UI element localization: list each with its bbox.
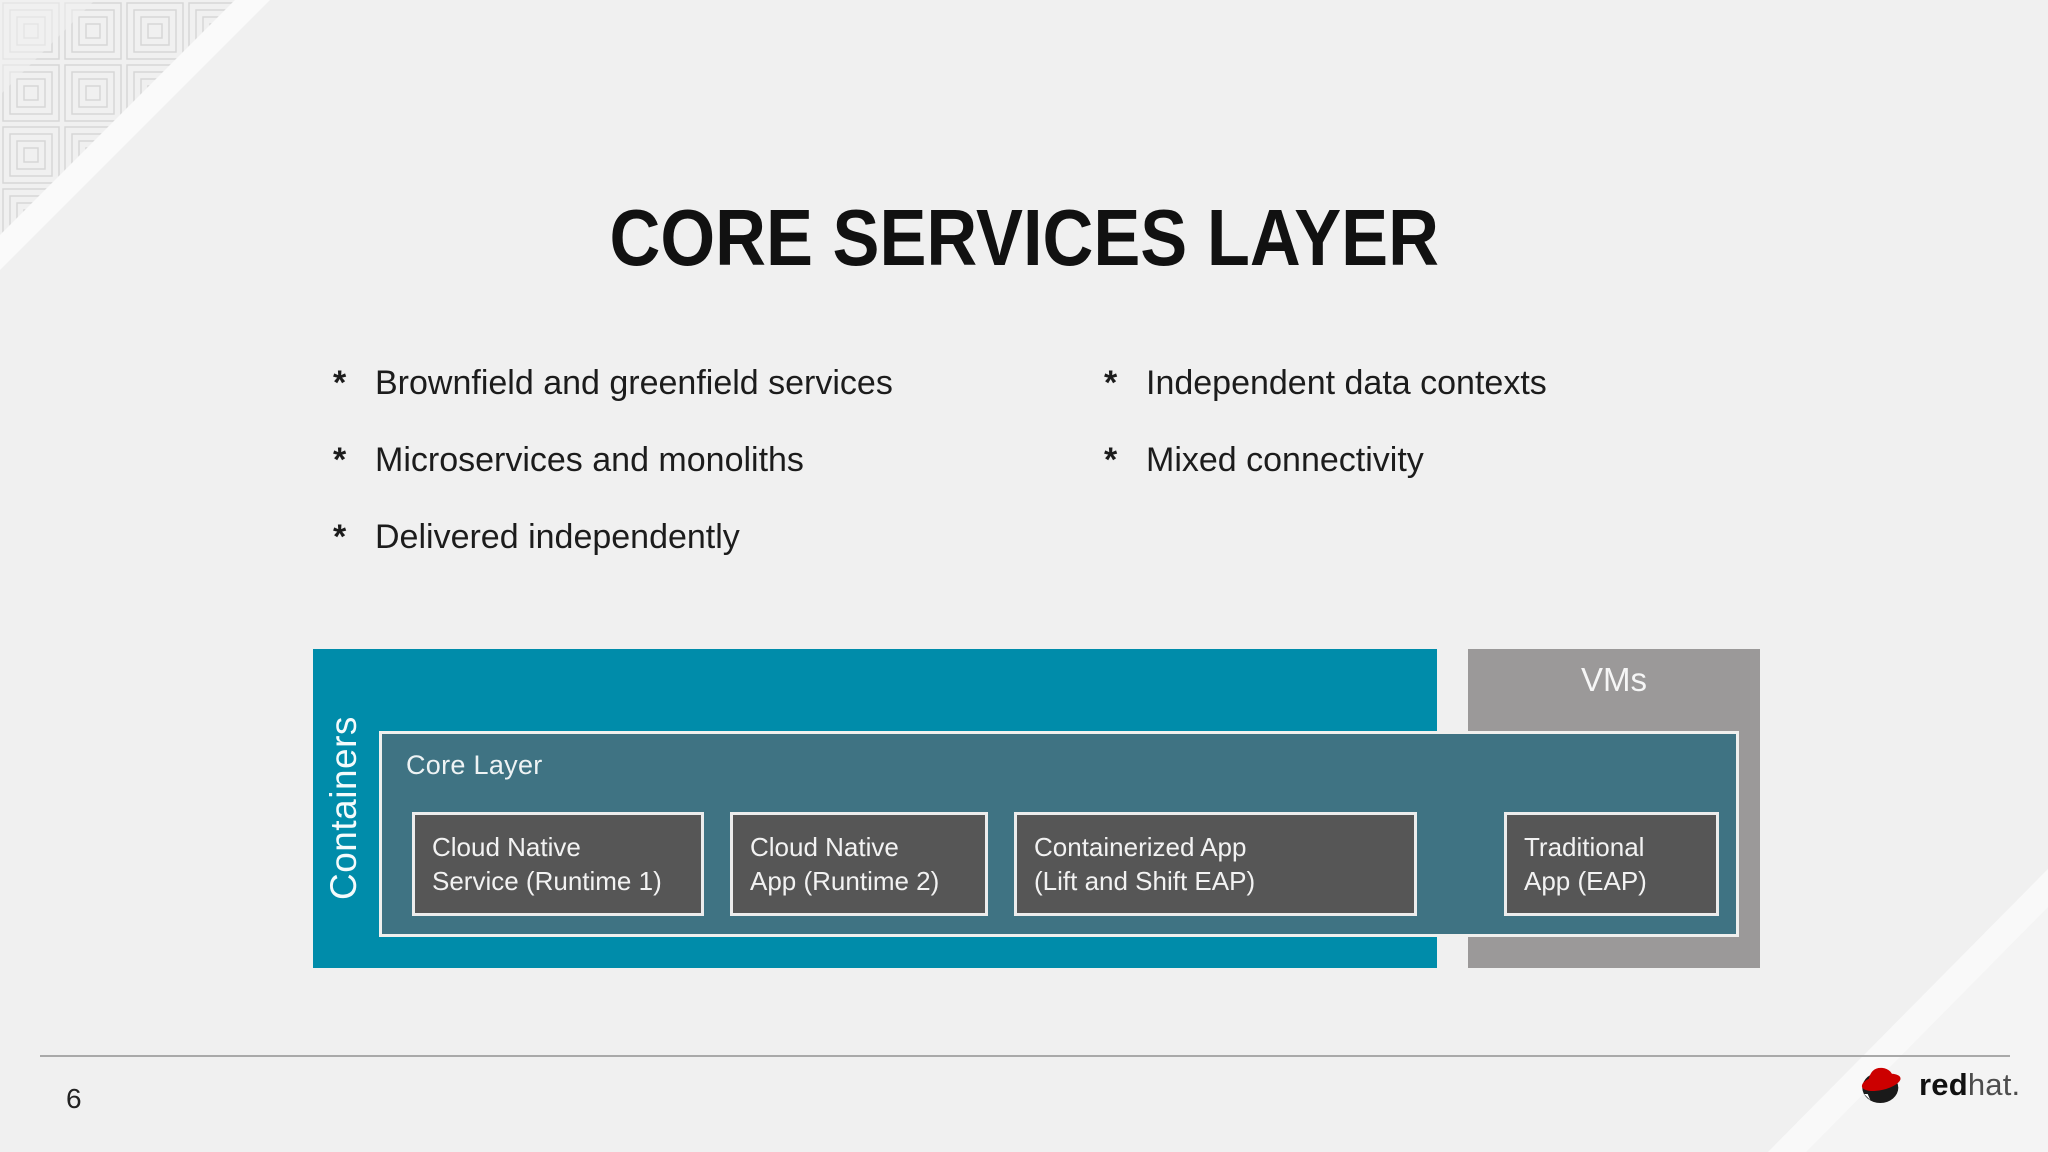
bullet-marker: * <box>333 364 347 402</box>
app-box-line: App (EAP) <box>1524 866 1647 896</box>
bullet-item: * Delivered independently <box>333 514 893 560</box>
app-box-line: Cloud Native <box>750 832 899 862</box>
app-box-line: Service (Runtime 1) <box>432 866 662 896</box>
app-box-cloud-native-service: Cloud Native Service (Runtime 1) <box>412 812 704 916</box>
bullet-text: Mixed connectivity <box>1146 441 1424 479</box>
vms-label: VMs <box>1581 661 1647 698</box>
bullet-list-left: * Brownfield and greenfield services * M… <box>333 360 893 591</box>
app-box-line: (Lift and Shift EAP) <box>1034 866 1256 896</box>
core-layer-box: Core Layer Cloud Native Service (Runtime… <box>379 731 1739 937</box>
redhat-fedora-icon <box>1861 1067 1901 1103</box>
bullet-list-right: * Independent data contexts * Mixed conn… <box>1104 360 1547 514</box>
bullet-text: Microservices and monoliths <box>375 441 804 479</box>
slide-title-text: CORE SERVICES LAYER <box>609 192 1439 282</box>
app-box-line: App (Runtime 2) <box>750 866 940 896</box>
bullet-text: Independent data contexts <box>1146 364 1547 402</box>
app-box-line: Traditional <box>1524 832 1645 862</box>
bullet-marker: * <box>1104 364 1118 402</box>
bullet-marker: * <box>1104 441 1118 479</box>
bullet-text: Brownfield and greenfield services <box>375 364 893 402</box>
footer-divider <box>40 1055 2010 1057</box>
bullet-item: * Independent data contexts <box>1104 360 1547 406</box>
redhat-wordmark-hat: hat. <box>1967 1067 2021 1102</box>
redhat-wordmark: redhat. <box>1919 1067 2020 1103</box>
core-layer-label: Core Layer <box>406 750 543 780</box>
app-box-line: Cloud Native <box>432 832 581 862</box>
bullet-item: * Mixed connectivity <box>1104 437 1547 483</box>
bullet-item: * Microservices and monoliths <box>333 437 893 483</box>
corner-square-pattern-decoration <box>0 0 270 270</box>
app-box-containerized-app: Containerized App (Lift and Shift EAP) <box>1014 812 1417 916</box>
app-box-traditional-app: Traditional App (EAP) <box>1504 812 1719 916</box>
containers-label: Containers <box>323 716 364 901</box>
slide-title: CORE SERVICES LAYER <box>0 192 2048 284</box>
bullet-item: * Brownfield and greenfield services <box>333 360 893 406</box>
app-box-cloud-native-app: Cloud Native App (Runtime 2) <box>730 812 988 916</box>
app-box-line: Containerized App <box>1034 832 1247 862</box>
bullet-marker: * <box>333 441 347 479</box>
page-number: 6 <box>66 1083 82 1114</box>
redhat-logo: redhat. <box>1856 1064 2020 1106</box>
bullet-marker: * <box>333 518 347 556</box>
bullet-text: Delivered independently <box>375 518 740 556</box>
redhat-wordmark-red: red <box>1919 1067 1968 1102</box>
